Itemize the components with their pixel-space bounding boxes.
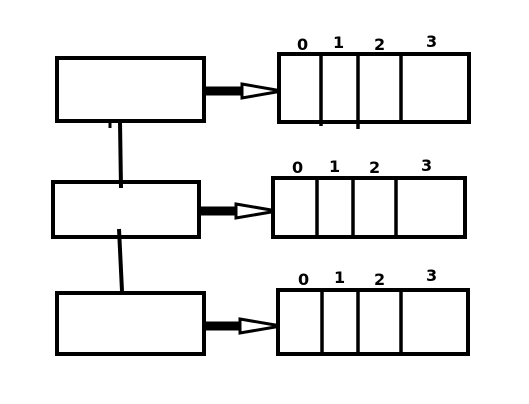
array-box-3 <box>276 288 470 356</box>
index-label: 0 <box>297 35 308 54</box>
link-1-2 <box>108 121 123 189</box>
index-label: 3 <box>426 266 437 285</box>
index-label: 2 <box>374 35 385 54</box>
index-label: 0 <box>298 270 309 289</box>
node-box-3 <box>55 291 206 356</box>
array-box-2 <box>271 176 467 239</box>
index-label: 2 <box>369 158 380 177</box>
index-label: 0 <box>292 158 303 177</box>
arrow-1 <box>204 82 283 100</box>
index-label: 1 <box>329 157 340 176</box>
array-box-1 <box>277 52 471 124</box>
arrow-2 <box>199 202 278 220</box>
index-label: 3 <box>421 156 432 175</box>
index-label: 1 <box>333 33 344 52</box>
index-label: 1 <box>334 268 345 287</box>
node-box-1 <box>55 56 206 123</box>
link-2-3 <box>117 228 124 292</box>
node-box-2 <box>51 180 201 239</box>
index-label: 3 <box>426 32 437 51</box>
arrow-3 <box>204 317 282 335</box>
index-label: 2 <box>374 270 385 289</box>
